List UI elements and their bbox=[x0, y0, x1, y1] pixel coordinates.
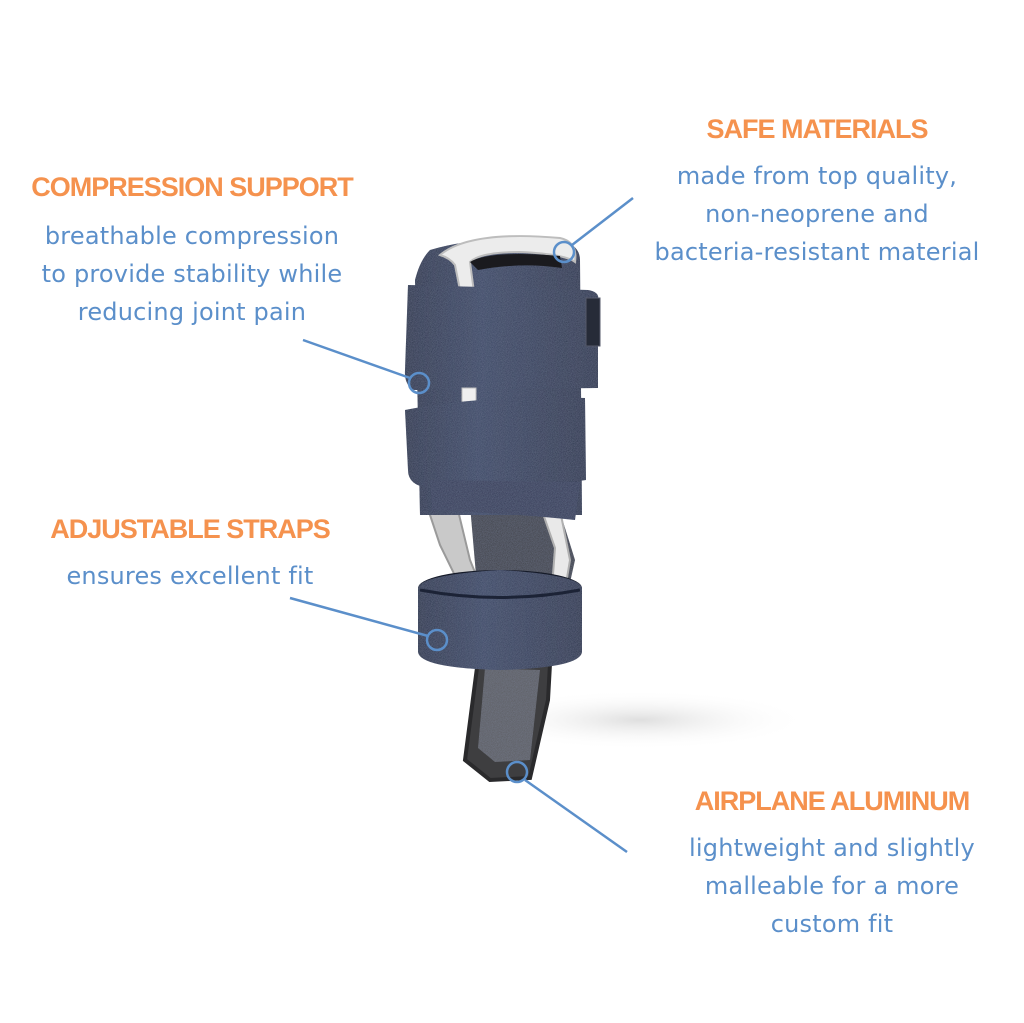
heading-airplane-aluminum: AIRPLANE ALUMINUM bbox=[694, 786, 970, 816]
lower-strap bbox=[418, 570, 582, 670]
marker-safe-materials bbox=[552, 240, 576, 264]
sleeve-bottom bbox=[430, 480, 580, 520]
desc-line: reducing joint pain bbox=[77, 298, 307, 326]
callout-compression-support: COMPRESSION SUPPORT breathable compressi… bbox=[0, 172, 384, 331]
desc-line: ensures excellent fit bbox=[66, 562, 314, 590]
desc-line: custom fit bbox=[770, 910, 894, 938]
middle-strap bbox=[405, 397, 586, 489]
marker-aluminum bbox=[505, 760, 529, 784]
desc-line: bacteria-resistant material bbox=[654, 238, 980, 266]
desc-line: made from top quality, bbox=[676, 162, 958, 190]
shadow bbox=[470, 690, 810, 750]
leader-line-straps bbox=[289, 596, 429, 638]
callout-safe-materials: SAFE MATERIALS made from top quality, no… bbox=[620, 114, 1014, 271]
marker-compression bbox=[407, 371, 431, 395]
heading-compression-support: COMPRESSION SUPPORT bbox=[31, 172, 354, 202]
heading-safe-materials: SAFE MATERIALS bbox=[706, 114, 929, 144]
desc-line: to provide stability while bbox=[41, 260, 343, 288]
leader-line-safe-materials bbox=[571, 197, 634, 246]
desc-line: breathable compression bbox=[44, 222, 340, 250]
leader-line-compression bbox=[302, 338, 411, 380]
marker-straps bbox=[425, 628, 449, 652]
desc-line: malleable for a more bbox=[704, 872, 960, 900]
desc-line: lightweight and slightly bbox=[689, 834, 975, 862]
callout-adjustable-straps: ADJUSTABLE STRAPS ensures excellent fit bbox=[20, 514, 360, 595]
heading-adjustable-straps: ADJUSTABLE STRAPS bbox=[50, 514, 331, 544]
desc-line: non-neoprene and bbox=[705, 200, 929, 228]
leader-line-aluminum bbox=[524, 778, 628, 854]
aluminum-tip bbox=[462, 657, 553, 783]
callout-airplane-aluminum: AIRPLANE ALUMINUM lightweight and slight… bbox=[650, 786, 1014, 943]
